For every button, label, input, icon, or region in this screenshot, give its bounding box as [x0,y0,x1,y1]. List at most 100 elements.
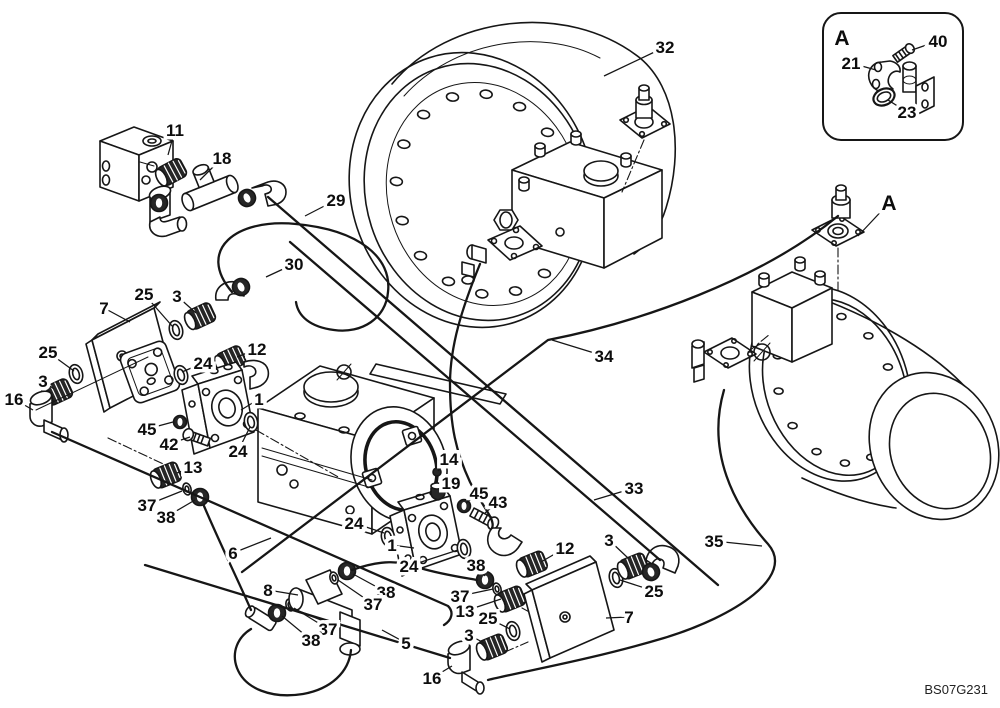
hose-loop [233,627,353,697]
o-ring-25 [503,619,523,643]
hose-34 [240,214,840,574]
callout-leader [437,458,450,472]
callout-label: 5 [401,634,410,653]
o-ring-25 [66,362,86,386]
callout-label: 38 [377,583,396,602]
callout-leader [103,307,131,323]
callout-label: 12 [556,539,575,558]
tube-end [244,605,277,632]
callout-leader [337,579,374,605]
callout-leader [168,436,191,445]
elbow-16-bottom [447,640,485,695]
callout-leader [165,499,196,518]
callout-label: 24 [229,442,248,461]
bolt-hole [475,288,489,299]
callout-leader [167,129,176,156]
elbow-12-center [486,527,523,557]
inset-letter: A [834,27,849,50]
callout-leader [293,607,329,630]
callout-leader [475,564,486,577]
callout-label: 37 [364,595,383,614]
bolt-hole [537,268,552,279]
bolt-hole [512,101,527,112]
callout-leader [176,295,197,314]
bolt-42 [182,427,212,447]
callout-label: 14 [440,450,459,469]
callout-leader [265,263,295,278]
callout-leader [431,665,453,679]
callout-label: 45 [138,420,157,439]
callout-leader [857,202,890,237]
hose-29 [266,195,720,587]
callout-leader [352,573,387,593]
callout-label: 38 [157,508,176,527]
callout-label: 13 [184,458,203,477]
fitting-12 [513,549,550,581]
bolt-hole [540,127,555,138]
callout-leader [608,539,629,559]
callout-label: 29 [327,191,346,210]
bolt-hole [416,109,431,120]
callout-label: 21 [842,54,861,73]
callout-label: 38 [467,556,486,575]
callout-leader [13,398,34,411]
callout-label: 13 [456,602,475,621]
callout-label: 25 [479,609,498,628]
callout-leader [468,634,487,645]
callout-leader [232,537,272,554]
callout-leader [176,466,194,474]
bolt-hole [508,286,523,296]
clamp-21 [867,60,901,93]
callout-label: 40 [929,32,948,51]
hose-to-motor [448,262,494,530]
o-ring-25 [166,318,186,342]
hex-plug [493,209,519,231]
tube-8-run [350,561,479,582]
callout-leader [304,199,337,217]
callout-leader [540,547,566,563]
bolt-hole [836,312,847,321]
hose-35 [486,388,776,682]
callout-leader [236,348,258,358]
callout-label: 7 [624,608,633,627]
callout-leader [465,492,480,504]
callout-label: 16 [5,390,24,409]
callout-leader [199,157,223,181]
callout-leader [267,589,299,596]
bolt-hole [773,387,784,395]
plate-7-right [523,555,615,663]
hose-drop [202,504,253,612]
hose-33 [288,240,662,562]
callout-label: 37 [138,496,157,515]
callout-leader [143,293,174,328]
plug-45 [172,414,188,430]
callout-label: 25 [645,582,664,601]
callout-label: 30 [285,255,304,274]
hoses [50,195,840,697]
callout-label: 19 [442,474,461,493]
callout-label: 6 [228,544,237,563]
figure-code: BS07G231 [924,682,988,697]
callout-label: 24 [194,354,213,373]
callout-leader [487,617,511,630]
callout-leader [381,629,407,644]
bolt-hole [882,363,894,371]
callout-leader [850,62,877,71]
callout-leader [237,426,251,452]
bolt-40 [892,43,916,63]
callout-leader [603,46,666,77]
callout-leader [593,487,635,501]
plate-7-left [85,301,181,413]
callout-leader [484,501,499,514]
callout-label: 24 [400,557,419,576]
callout-label: 43 [489,493,508,512]
callout-leader [551,339,605,357]
callout-leader [887,99,908,113]
callout-leader [713,540,763,547]
bolt-hole [413,250,428,261]
callout-leader [459,588,494,597]
callout-leader [440,482,452,493]
bolt-hole [811,447,822,456]
